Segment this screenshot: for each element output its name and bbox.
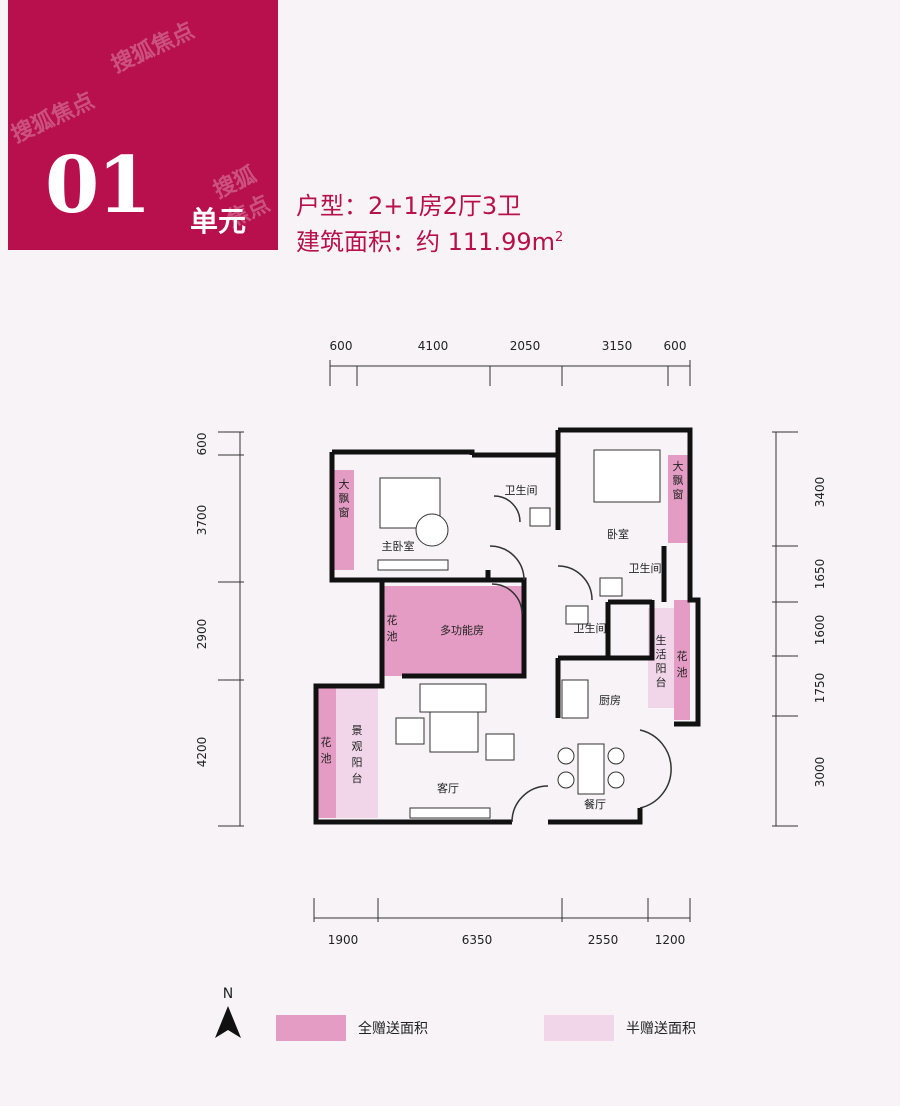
svg-text:窗: 窗: [673, 487, 684, 501]
planter-2-label: 花 池: [321, 736, 332, 765]
dim-bottom-1: 1900: [328, 933, 359, 947]
compass-label: N: [222, 986, 234, 1002]
layout-text: 户型：2+1房2厅3卫: [296, 192, 522, 220]
svg-text:池: 池: [677, 666, 688, 679]
room-bedroom: 卧室: [607, 527, 629, 541]
svg-text:大: 大: [673, 459, 684, 473]
room-bathroom-2: 卫生间: [629, 561, 662, 575]
svg-text:窗: 窗: [339, 505, 350, 519]
room-multi-function: 多功能房: [440, 623, 484, 637]
floor-areas: [316, 455, 690, 818]
planter-1-label: 花 池: [387, 614, 398, 643]
dim-right-4: 1750: [813, 673, 827, 704]
room-dining: 餐厅: [584, 797, 606, 811]
svg-text:生: 生: [656, 633, 667, 647]
svg-text:飘: 飘: [339, 492, 350, 505]
svg-text:台: 台: [656, 675, 667, 689]
room-master-bedroom: 主卧室: [382, 539, 415, 553]
svg-text:观: 观: [352, 740, 363, 753]
svg-text:台: 台: [352, 771, 363, 785]
unit-number: 01: [45, 140, 152, 231]
svg-text:飘: 飘: [673, 474, 684, 487]
svg-text:景: 景: [352, 724, 363, 737]
dim-top-5: 600: [664, 339, 687, 353]
furniture: [377, 449, 661, 819]
legend-half-gift: 半赠送面积: [544, 1015, 696, 1041]
area-text: 建筑面积：约 111.99m2: [296, 228, 564, 256]
room-bathroom-3: 卫生间: [574, 621, 607, 635]
dim-top-4: 3150: [602, 339, 633, 353]
legend-label-half: 半赠送面积: [626, 1021, 696, 1037]
legend-label-full: 全赠送面积: [358, 1021, 428, 1037]
dim-left-2: 3700: [195, 505, 209, 536]
compass: N: [211, 986, 245, 1046]
svg-text:阳: 阳: [656, 662, 667, 675]
service-balcony-label: 生 活 阳 台: [656, 633, 667, 689]
legend-full-gift: 全赠送面积: [276, 1015, 428, 1041]
dim-right-3: 1600: [813, 615, 827, 646]
room-bathroom-1: 卫生间: [505, 483, 538, 497]
dim-right-1: 3400: [813, 477, 827, 508]
planter-3-label: 花 池: [677, 650, 688, 679]
dim-left-3: 2900: [195, 619, 209, 650]
unit-suffix: 单元: [190, 205, 247, 238]
svg-text:阳: 阳: [352, 756, 363, 769]
svg-text:池: 池: [321, 752, 332, 765]
svg-text:花: 花: [387, 614, 398, 627]
svg-text:花: 花: [321, 736, 332, 749]
svg-text:花: 花: [677, 650, 688, 663]
svg-text:活: 活: [656, 648, 667, 661]
dim-bottom-3: 2550: [588, 933, 619, 947]
bay-window-left-label: 大 飘 窗: [339, 477, 350, 519]
dim-left-1: 600: [195, 433, 209, 456]
north-arrow-icon: [215, 1006, 241, 1038]
walls: [313, 427, 701, 825]
bay-window-right-label: 大 飘 窗: [673, 459, 684, 501]
title-banner: 搜狐焦点 搜狐焦点 搜狐焦点: [8, 0, 278, 250]
unit-info: 户型：2+1房2厅3卫 建筑面积：约 111.99m2: [296, 190, 563, 258]
landscape-balcony-label: 景 观 阳 台: [352, 724, 363, 785]
dim-bottom-4: 1200: [655, 933, 686, 947]
svg-text:池: 池: [387, 630, 398, 643]
dim-left-4: 4200: [195, 737, 209, 768]
dim-top-3: 2050: [510, 339, 541, 353]
room-kitchen: 厨房: [599, 694, 621, 707]
dim-right-2: 1650: [813, 559, 827, 590]
room-living: 客厅: [437, 781, 459, 795]
dim-top-2: 4100: [418, 339, 449, 353]
svg-text:大: 大: [339, 477, 350, 491]
dim-bottom-2: 6350: [462, 933, 493, 947]
legend-swatch-half: [544, 1015, 614, 1041]
dim-right-5: 3000: [813, 757, 827, 788]
dim-top-1: 600: [330, 339, 353, 353]
legend-swatch-full: [276, 1015, 346, 1041]
